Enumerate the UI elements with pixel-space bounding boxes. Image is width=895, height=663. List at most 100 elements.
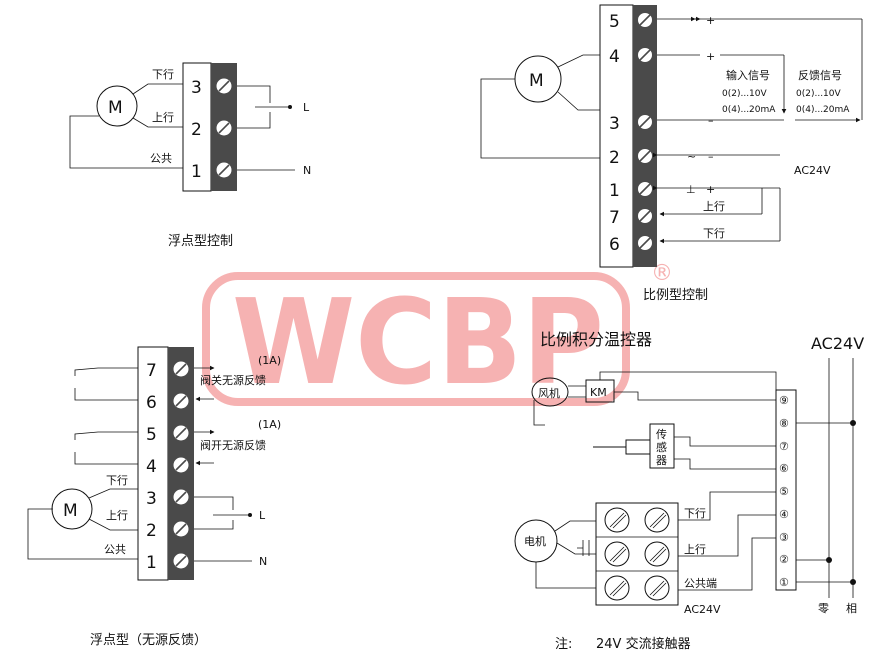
thermostat-terminal-7: ⑦ [779,440,789,453]
input-signal-voltage: 0(2)...10V [722,89,768,99]
open-contact [74,431,99,440]
valve-close-feedback: 阀关无源反馈 [200,373,266,387]
relay-screw [644,541,670,567]
diagram-caption: 浮点型（无源反馈） [90,633,207,648]
km-wire-8 [599,371,777,423]
input-signal-title: 输入信号 [726,68,770,82]
motor-label: M [108,98,123,118]
wire-up [88,518,138,531]
thermostat-terminal-8: ⑧ [779,417,789,430]
line-l-label: L [303,101,310,114]
screw-terminal-1 [173,553,189,569]
wire-2 [480,78,600,159]
wire-down [132,83,183,95]
thermostat-terminal-4: ④ [779,508,789,521]
terminal-number: 2 [146,521,157,541]
watermark-frame [202,272,630,406]
thermostat-terminal-2: ② [779,553,789,566]
proportional-control-diagram: 5 4 3 2 1 7 6 M + + – 输入信号 0(2)...10V 0(… [480,4,863,303]
wire-common-t3 [678,537,776,591]
terminal-number: 1 [146,553,157,573]
ac24v-supply-label: AC24V [811,334,864,353]
registered-mark: ® [651,261,673,286]
floating-control-diagram: 3 2 1 M 下行 上行 公共 L N 浮点型控制 [69,62,311,249]
terminal-number: 5 [609,12,620,32]
terminal-number: 4 [609,47,620,67]
relay-common-label: 公共端 [684,577,717,590]
junction-dot [850,579,856,585]
capacitor-symbol [577,540,590,556]
fan-label: 风机 [538,386,560,400]
wire-up [132,117,183,128]
label-up: 上行 [106,509,128,522]
plus-5: + [706,14,715,27]
motor-wire-down [554,520,596,532]
note-prefix: 注: [555,637,572,652]
tilde-2: ~ [687,150,696,163]
screw-terminal-2 [216,120,232,136]
feedback-signal-current: 0(4)...20mA [796,105,850,115]
up-label: 上行 [703,200,725,213]
feedback-signal-title: 反馈信号 [798,69,842,82]
screw-terminal-2 [638,149,652,163]
wire-up-t4 [678,514,776,557]
terminal-number: 7 [146,361,157,381]
motor-label: M [63,501,78,521]
label-down: 下行 [152,68,174,81]
plus-4: + [706,50,715,63]
relay-screw [604,575,630,601]
thermostat-terminal-5: ⑤ [779,485,789,498]
close-contact [74,367,99,376]
screw-terminal-4 [638,48,652,62]
thermostat-terminal-1: ① [779,576,789,589]
relay-down-label: 下行 [684,507,706,520]
label-up: 上行 [152,111,174,124]
thermostat-title: 比例积分温控器 [540,330,652,349]
screw-terminal-3 [173,489,189,505]
motor-symbol [96,85,138,127]
screw-terminal-3 [216,78,232,94]
terminal-number: 2 [609,148,620,168]
thermostat-terminal-6: ⑥ [779,462,789,475]
minus-2: – [708,150,714,163]
relay-up-label: 上行 [684,543,706,556]
relay-screw [644,575,670,601]
diagram-caption: 浮点型控制 [168,234,233,249]
screw-terminal-6 [173,393,189,409]
relay-screw [644,507,670,533]
terminal-number: 7 [609,208,620,228]
km-label: KM [590,386,607,399]
junction-dot [288,105,292,109]
electric-motor-label: 电机 [524,534,546,548]
thermostat-terminal-9: ⑨ [779,394,789,407]
sensor-char: 器 [656,454,667,467]
screw-terminal-3 [638,115,652,129]
junction-dot [826,557,832,563]
label-common: 公共 [150,152,172,165]
terminal-number: 3 [191,78,202,98]
phase-label: 相 [846,602,857,615]
plus-1: + [706,183,715,196]
ground-1: ⊥ [686,183,696,196]
wire-t2 [194,520,234,530]
line-l-label: L [259,509,266,522]
floating-passive-feedback-diagram: 7 6 5 4 3 2 1 (1A) 阀关无源反馈 (1A) 阀开无源反馈 M … [27,346,281,648]
thermostat-terminal-3: ③ [779,531,789,544]
watermark-text: WCBP [232,273,604,411]
wire-t2 [237,112,271,129]
diagram-caption: 比例型控制 [643,288,708,303]
screw-terminal-1 [638,182,652,196]
fan-duct [533,400,545,426]
terminal-number: 3 [609,114,620,134]
terminal-number: 4 [146,457,157,477]
sensor-char: 传 [656,428,667,441]
pi-thermostat-diagram: 比例积分温控器 AC24V 零 相 ⑨ ⑧ ⑦ ⑥ ⑤ ④ ③ ② ① 风机 K… [514,330,864,652]
ac24v-label: AC24V [794,164,831,177]
motor-label: M [529,71,544,91]
relay-ac24v-label: AC24V [684,603,721,616]
contact-wire-4 [74,452,138,465]
label-common: 公共 [104,543,126,556]
relay-block [595,502,679,606]
terminal-number: 1 [191,162,202,182]
